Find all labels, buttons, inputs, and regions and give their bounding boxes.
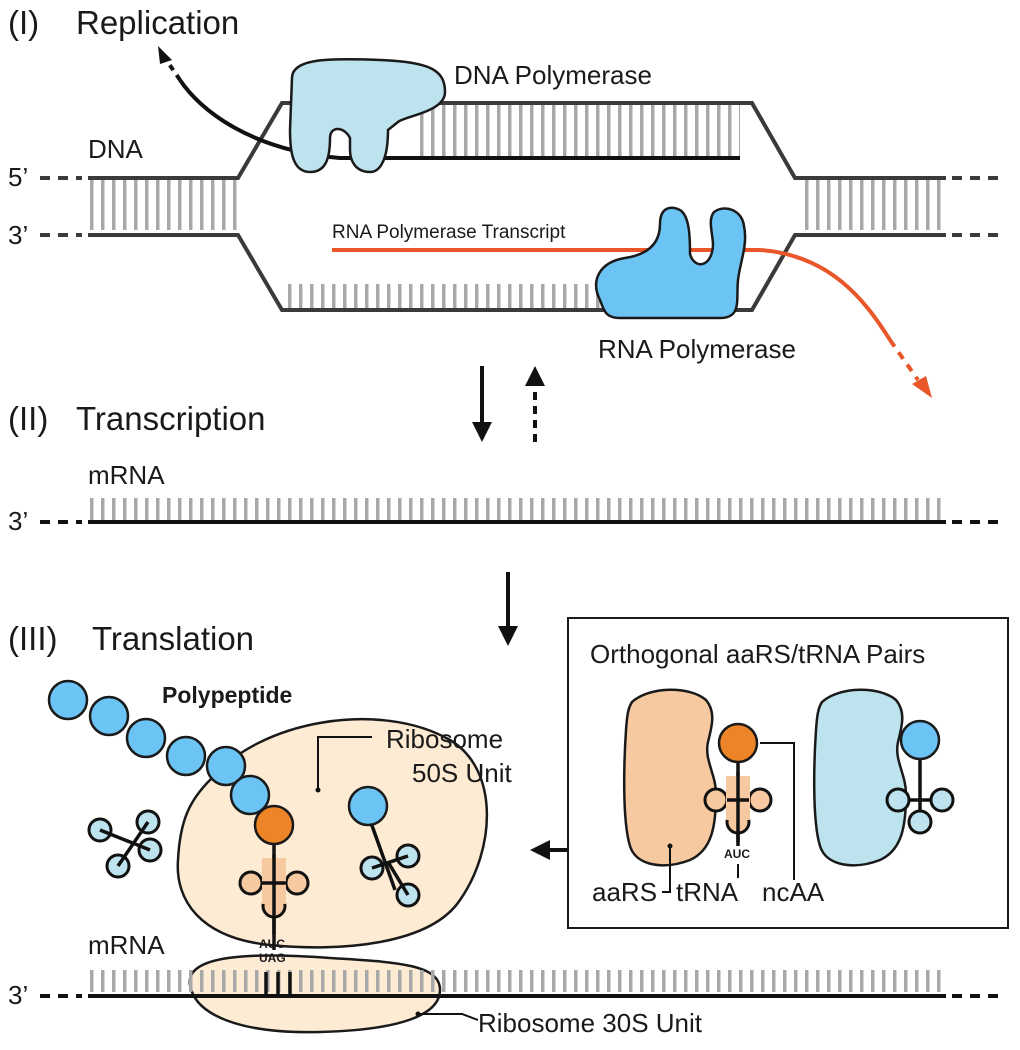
- process-arrows-top: [472, 366, 545, 442]
- amino-acid-icon: [125, 717, 167, 759]
- free-trna: [87, 809, 163, 879]
- polypeptide-chain: [47, 679, 271, 816]
- dna-base-pairs-right: [798, 180, 946, 230]
- amino-acid-icon: [165, 735, 207, 777]
- amino-acid-icon: [88, 695, 130, 737]
- ribosome-30s-leader: [418, 1013, 479, 1021]
- amino-acid-icon: [347, 785, 389, 827]
- section-transcription: (II) Transcription mRNA 3’: [8, 400, 1000, 536]
- rna-polymerase-label: RNA Polymerase: [598, 334, 796, 364]
- aars-shape-2: [812, 688, 908, 867]
- process-arrow-middle: [498, 572, 518, 646]
- trna-loop-icon: [703, 787, 729, 813]
- rna-polymerase-shape: [594, 206, 747, 320]
- rna-transcript-dashed: [888, 338, 920, 382]
- three-prime-label: 3’: [8, 980, 28, 1010]
- charged-trna: AUC UAG: [238, 804, 310, 965]
- mrna-label: mRNA: [88, 460, 165, 490]
- rna-transcript-label: RNA Polymerase Transcript: [332, 222, 566, 243]
- trna-loop-icon: [885, 787, 911, 813]
- dna-base-pairs-lower: [283, 284, 608, 310]
- section-numeral: (III): [8, 620, 57, 657]
- trna-loop-icon: [907, 809, 933, 835]
- amino-acid-icon: [899, 719, 941, 761]
- mrna-label: mRNA: [88, 930, 165, 960]
- amino-acid-icon: [229, 774, 271, 816]
- ribosome-30s-shape: [188, 954, 442, 1034]
- ribosome-50s-label-line1: Ribosome: [386, 724, 503, 754]
- orthogonal-title: Orthogonal aaRS/tRNA Pairs: [590, 639, 925, 669]
- codon-label: UAG: [259, 951, 286, 965]
- trna-loop-icon: [747, 787, 773, 813]
- codon-pairing: [264, 972, 292, 996]
- mrna-bases: [88, 970, 946, 992]
- anticodon-label: AUC: [724, 847, 750, 861]
- left-arrow-icon: [530, 840, 550, 860]
- dna-strands: [40, 101, 1000, 312]
- new-dna-strand-dashed: [163, 56, 182, 82]
- polypeptide-label: Polypeptide: [162, 682, 292, 708]
- trna-label: tRNA: [676, 877, 739, 907]
- up-arrow-icon: [525, 366, 545, 386]
- amino-acid-icon: [47, 679, 89, 721]
- section-title: Replication: [76, 4, 239, 41]
- aars-label: aaRS: [592, 877, 657, 907]
- dna-label: DNA: [88, 134, 144, 164]
- amino-acid-icon: [205, 745, 247, 787]
- ribosome-50s-leader: [317, 736, 372, 790]
- trna-loop-icon: [929, 787, 955, 813]
- section-title: Translation: [92, 620, 254, 657]
- three-prime-label: 3’: [8, 220, 28, 250]
- aars-shape: [622, 688, 718, 867]
- rna-arrowhead-icon: [912, 376, 932, 398]
- dna-polymerase-label: DNA Polymerase: [454, 60, 652, 90]
- anticodon-label: AUC: [259, 937, 285, 951]
- orthogonal-pairs-box: Orthogonal aaRS/tRNA Pairs AUC: [567, 617, 1009, 929]
- section-numeral: (II): [8, 400, 48, 437]
- aars-leader: [662, 846, 671, 893]
- down-arrow-icon: [498, 626, 518, 646]
- arrowhead-icon: [158, 46, 172, 64]
- dna-base-pairs-upper: [420, 104, 740, 156]
- ncaa-icon: [717, 722, 759, 764]
- orthogonal-trna: AUC: [703, 722, 773, 861]
- section-title: Transcription: [76, 400, 266, 437]
- rna-transcript-curve: [759, 248, 892, 342]
- dna-polymerase-shape: [288, 57, 447, 174]
- trna-loop-icon: [284, 870, 310, 896]
- ncaa-leader: [760, 742, 795, 880]
- ribosome-30s-label: Ribosome 30S Unit: [478, 1008, 703, 1038]
- dna-base-pairs-left: [88, 180, 238, 230]
- exiting-trna: [347, 785, 421, 908]
- section-numeral: (I): [8, 4, 39, 41]
- section-translation: (III) Translation mRNA 3’ Polypeptide: [8, 620, 1000, 1038]
- ncaa-label: ncAA: [762, 877, 825, 907]
- mrna-bases: [88, 498, 946, 520]
- three-prime-label: 3’: [8, 506, 28, 536]
- ribosome-50s-label-line2: 50S Unit: [412, 758, 512, 788]
- ncaa-icon: [253, 804, 295, 846]
- section-replication: (I) Replication DNA Polymerase DNA 5’ 3’: [8, 4, 1000, 398]
- trna-loop-icon: [238, 870, 264, 896]
- five-prime-label: 5’: [8, 162, 28, 192]
- orthogonal-trna-2: [885, 719, 955, 835]
- down-arrow-icon: [472, 422, 492, 442]
